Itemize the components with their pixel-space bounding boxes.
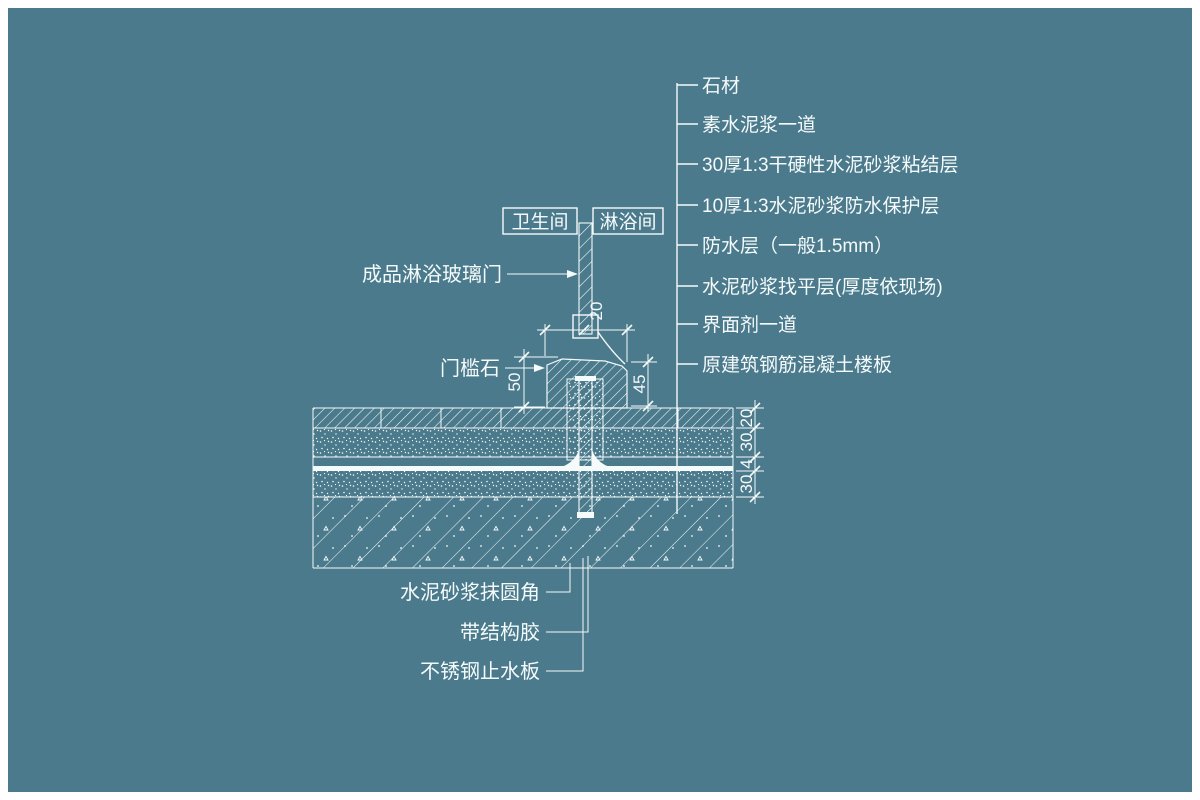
door-shoe xyxy=(572,314,599,339)
threshold-label: 门槛石 xyxy=(440,357,500,380)
room-label-right: 淋浴间 xyxy=(599,211,656,233)
dim-value: 50 xyxy=(505,373,524,392)
layer-label-cement-paste: 素水泥浆一道 xyxy=(702,114,816,136)
layer-label-waterproof: 防水层（一般1.5mm） xyxy=(702,235,893,257)
dim-door: 20 xyxy=(537,302,635,362)
fillet-label: 水泥砂浆抹圆角 xyxy=(400,581,540,604)
dim-value: 20 xyxy=(737,409,756,428)
layer-label-screed: 水泥砂浆找平层(厚度依现场) xyxy=(702,276,943,298)
waterstop-plate xyxy=(575,376,596,518)
layer-label-interface: 界面剂一道 xyxy=(702,314,797,336)
glass-door-label: 成品淋浴玻璃门 xyxy=(362,263,502,286)
adhesive-label: 带结构胶 xyxy=(460,621,540,644)
waterstop-label: 不锈钢止水板 xyxy=(420,660,540,683)
left-annotations: 成品淋浴玻璃门 门槛石 xyxy=(362,263,578,380)
room-box-right xyxy=(592,207,664,235)
layer-label-bonding: 30厚1:3干硬性水泥砂浆粘结层 xyxy=(702,154,959,176)
dim-value: 45 xyxy=(630,375,649,394)
door-sweep-curve xyxy=(597,331,626,365)
dim-value: 30 xyxy=(737,433,756,452)
floor-layers xyxy=(312,407,734,569)
layer-label-slab: 原建筑钢筋混凝土楼板 xyxy=(702,354,892,376)
room-box-left xyxy=(502,207,578,235)
leader-arrow xyxy=(567,270,578,278)
waterproof-membrane xyxy=(313,466,733,471)
glass-door xyxy=(572,222,626,365)
layer-label-protection: 10厚1:3水泥砂浆防水保护层 xyxy=(702,195,940,217)
bottom-annotations: 水泥砂浆抹圆角 带结构胶 不锈钢止水板 xyxy=(400,556,589,683)
dim-value: 4 xyxy=(737,459,756,468)
dim-value: 20 xyxy=(587,302,606,321)
leader-arrow xyxy=(534,364,545,372)
layer-label-stone: 石材 xyxy=(702,75,740,97)
layer-callouts: 石材 素水泥浆一道 30厚1:3干硬性水泥砂浆粘结层 10厚1:3水泥砂浆防水保… xyxy=(676,75,959,514)
room-labels: 卫生间 淋浴间 xyxy=(502,207,664,235)
mortar-fillet xyxy=(552,449,619,470)
dim-threshold-left: 50 xyxy=(505,349,558,414)
room-label-left: 卫生间 xyxy=(511,211,568,233)
dim-layer-chain: 20 30 4 30 xyxy=(736,400,764,504)
dim-value: 30 xyxy=(737,475,756,494)
dim-threshold-right: 45 xyxy=(630,354,657,412)
